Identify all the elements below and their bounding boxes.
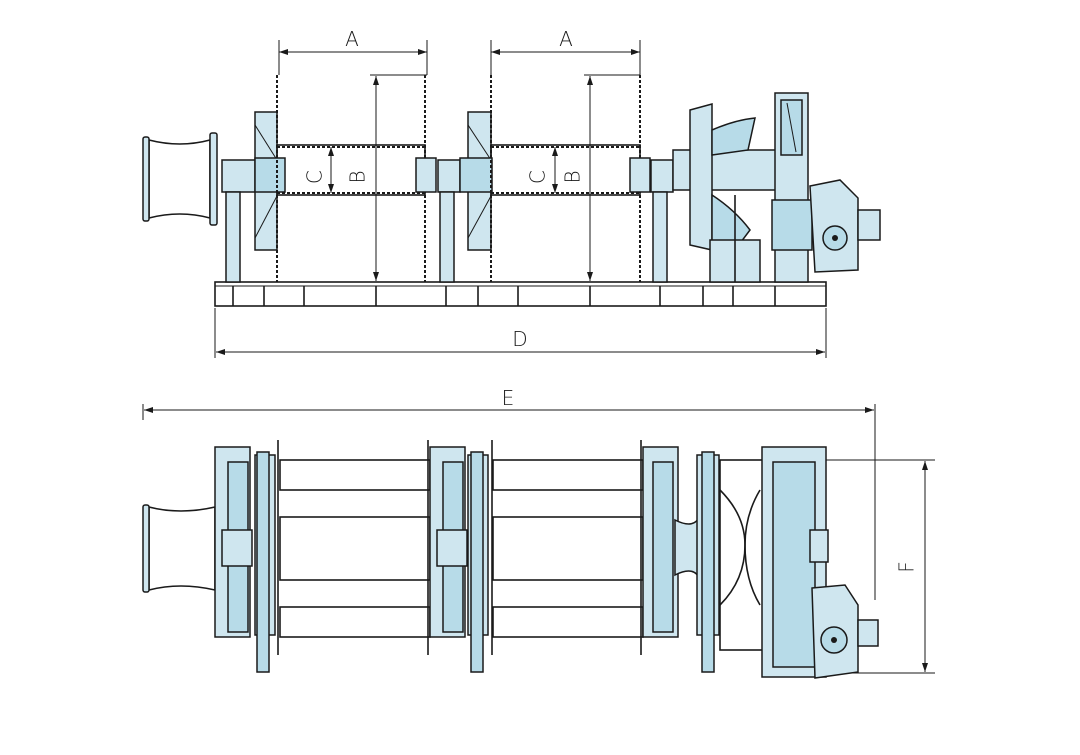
plan-view: E [142, 386, 935, 679]
dimension-f: F [826, 459, 935, 674]
drum-2-elevation [459, 75, 674, 283]
chain-wheel-plan [640, 440, 761, 673]
base-frame [214, 281, 827, 307]
dimension-a-1: A [278, 27, 428, 75]
drum-2-plan [427, 440, 493, 673]
dimension-c-2: C [526, 147, 558, 193]
dimension-c-1: C [303, 147, 334, 193]
dimension-b-1: B [346, 74, 427, 281]
dimension-label-c: C [526, 170, 550, 184]
chain-wheel-elevation [672, 103, 784, 283]
hydraulic-motor-plan [811, 584, 879, 679]
dimension-label-b: B [346, 170, 370, 183]
dimension-a-2: A [490, 27, 641, 75]
dimension-label-e: E [502, 386, 515, 410]
dimension-label-a: A [559, 27, 573, 51]
dimension-d: D [214, 308, 827, 358]
dimension-label-a: A [345, 27, 359, 51]
dimension-b-2: B [561, 74, 640, 281]
drum-1-plan [214, 440, 279, 673]
dimension-label-b: B [561, 170, 585, 183]
dimension-e: E [142, 386, 876, 600]
drum-1-elevation [221, 75, 461, 283]
hydraulic-motor-elevation [809, 179, 881, 273]
gearbox-elevation [771, 92, 813, 283]
gearbox-plan [761, 446, 829, 678]
warping-end-drum [142, 132, 218, 226]
warping-end-plan [142, 504, 216, 593]
dimension-label-c: C [303, 170, 327, 184]
elevation-view: A A B C B C D [142, 27, 881, 358]
dimension-label-f: F [895, 561, 919, 573]
dimension-label-d: D [512, 327, 527, 351]
